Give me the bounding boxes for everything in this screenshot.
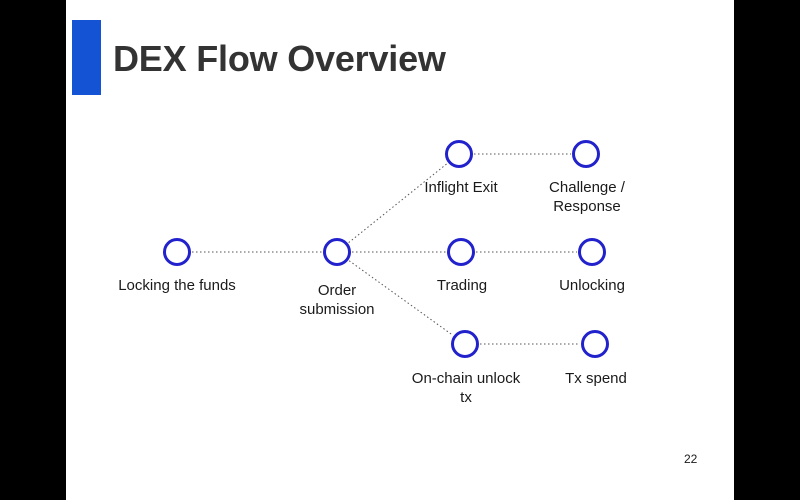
flow-node-inflight[interactable]: [445, 140, 473, 168]
flow-node-trading[interactable]: [447, 238, 475, 266]
flow-node-challenge[interactable]: [572, 140, 600, 168]
flow-node-label-locking: Locking the funds: [118, 277, 236, 294]
flow-node-locking[interactable]: [163, 238, 191, 266]
page-title: DEX Flow Overview: [113, 38, 446, 79]
letterbox-bar-right: [734, 0, 800, 500]
flow-node-label-onchain: On-chain unlock tx: [411, 370, 521, 406]
flow-node-label-challenge: Challenge / Response: [549, 179, 625, 215]
flow-node-order[interactable]: [323, 238, 351, 266]
flow-node-onchain[interactable]: [451, 330, 479, 358]
letterbox-bar-left: [0, 0, 66, 500]
flow-node-label-unlocking: Unlocking: [559, 277, 625, 294]
flow-edge: [348, 163, 448, 243]
flow-node-label-order: Order submission: [299, 282, 375, 318]
flow-node-label-trading: Trading: [436, 277, 488, 294]
title-accent-bar: [72, 20, 101, 95]
flow-node-txspend[interactable]: [581, 330, 609, 358]
flow-node-label-txspend: Tx spend: [565, 370, 627, 387]
slide-number: 22: [684, 452, 698, 466]
flow-node-unlocking[interactable]: [578, 238, 606, 266]
flow-node-label-inflight: Inflight Exit: [424, 179, 498, 196]
